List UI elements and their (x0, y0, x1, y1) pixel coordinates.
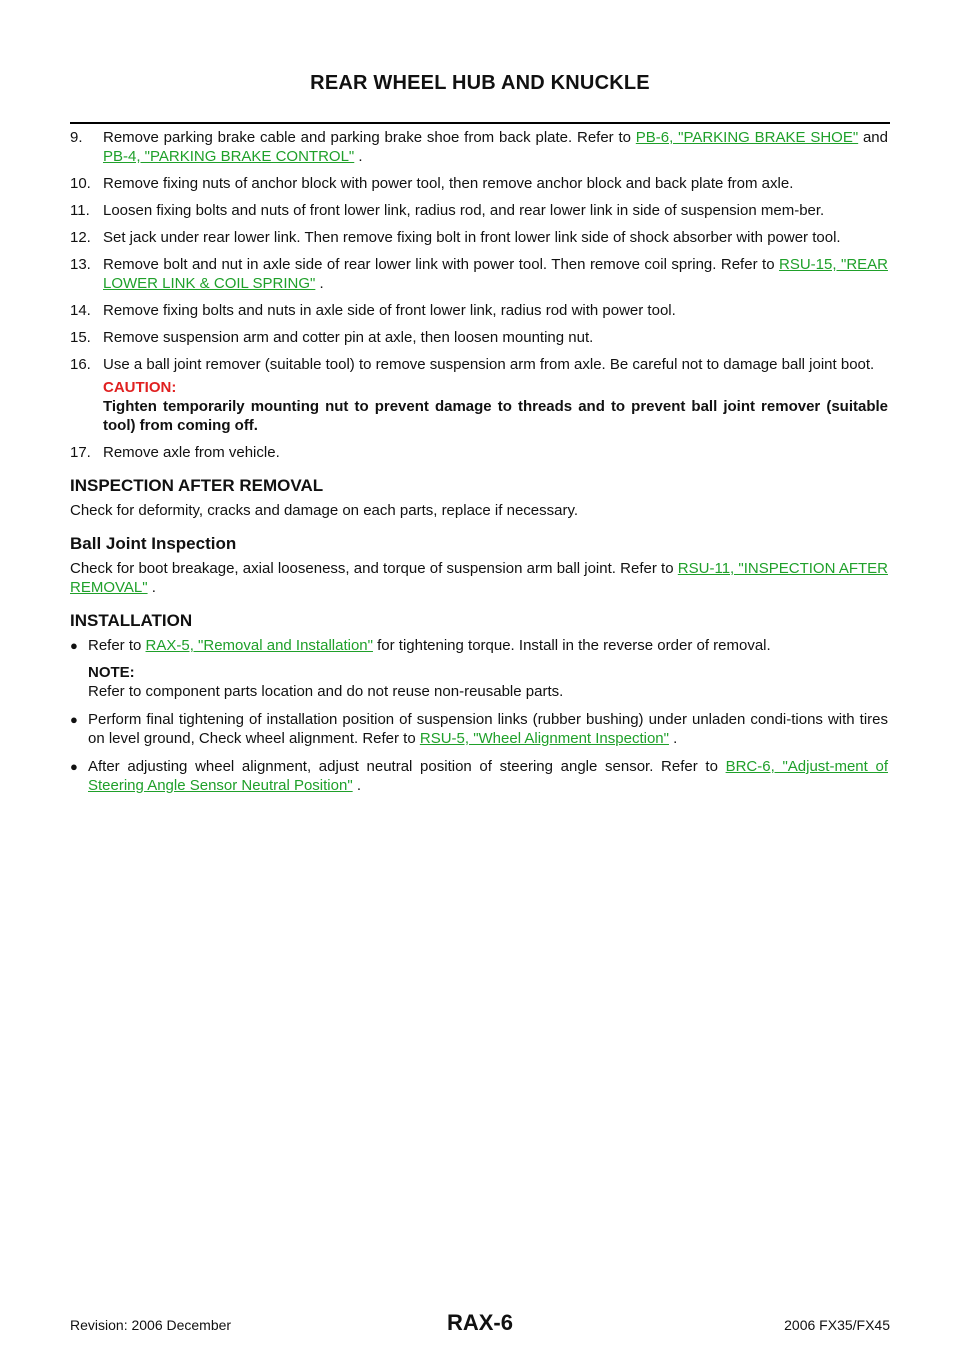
installation-text: for tightening torque. Install in the re… (372, 637, 771, 654)
step-16: 16. Use a ball joint remover (suitable t… (70, 355, 888, 435)
step-11: 11. Loosen fixing bolts and nuts of fron… (70, 201, 888, 220)
section-heading-installation: INSTALLATION (70, 611, 193, 630)
step-text: Remove parking brake cable and parking b… (103, 129, 636, 146)
step-text: Remove fixing bolts and nuts in axle sid… (103, 302, 676, 319)
installation-text: . (352, 777, 361, 794)
step-text: and (858, 129, 888, 146)
ball-joint-text: Check for boot breakage, axial looseness… (70, 559, 888, 597)
installation-item: ● Refer to RAX-5, "Removal and Installat… (70, 636, 888, 701)
step-number: 12. (70, 229, 91, 246)
step-number: 14. (70, 302, 91, 319)
link-brc-6[interactable]: BRC-6, "Adjust-ment of Steering Angle Se… (88, 758, 888, 794)
caution-title: CAUTION: (103, 379, 177, 396)
step-number: 17. (70, 444, 91, 461)
footer-revision: Revision: 2006 December (70, 1317, 232, 1333)
step-17: 17. Remove axle from vehicle. (70, 443, 888, 462)
step-text: Remove fixing nuts of anchor block with … (103, 175, 794, 192)
step-text: Set jack under rear lower link. Then rem… (103, 229, 841, 246)
procedure-steps: 9. Remove parking brake cable and parkin… (70, 128, 888, 462)
header-divider (70, 122, 890, 124)
link-pb-4[interactable]: PB-4, "PARKING BRAKE CONTROL" (103, 148, 355, 165)
link-pb-6[interactable]: PB-6, "PARKING BRAKE SHOE" (635, 129, 859, 146)
step-number: 13. (70, 256, 91, 273)
note-text: Refer to component parts location and do… (88, 683, 564, 700)
link-rsu-11[interactable]: RSU-11, "INSPECTION AFTER REMOVAL" (70, 560, 888, 596)
step-text: Remove suspension arm and cotter pin at … (103, 329, 594, 346)
footer-page-number: RAX-6 (446, 1310, 513, 1335)
link-rax-5[interactable]: RAX-5, "Removal and Installation" (145, 637, 373, 654)
section-heading-ball-joint: Ball Joint Inspection (70, 534, 237, 553)
document-body: 9. Remove parking brake cable and parkin… (70, 128, 888, 804)
caution-text: Tighten temporarily mounting nut to prev… (103, 398, 888, 434)
installation-item: ● Perform final tightening of installati… (70, 710, 888, 748)
step-12: 12. Set jack under rear lower link. Then… (70, 228, 888, 247)
installation-text: Refer to (88, 637, 146, 654)
step-text: Use a ball joint remover (suitable tool)… (103, 356, 875, 373)
step-number: 15. (70, 329, 91, 346)
bullet-icon: ● (70, 712, 78, 727)
step-number: 11. (70, 202, 90, 219)
step-text: Loosen fixing bolts and nuts of front lo… (103, 202, 825, 219)
installation-text: Perform final tightening of installation… (88, 711, 888, 747)
section-heading-inspection: INSPECTION AFTER REMOVAL (70, 476, 324, 495)
step-10: 10. Remove fixing nuts of anchor block w… (70, 174, 888, 193)
ball-joint-text-part: . (147, 579, 156, 596)
link-rsu-15[interactable]: RSU-15, "REAR LOWER LINK & COIL SPRING" (103, 256, 888, 292)
installation-text: After adjusting wheel alignment, adjust … (88, 758, 726, 775)
step-number: 10. (70, 175, 91, 192)
step-15: 15. Remove suspension arm and cotter pin… (70, 328, 888, 347)
footer-model: 2006 FX35/FX45 (784, 1317, 890, 1333)
step-number: 16. (70, 356, 91, 373)
note-title: NOTE: (88, 664, 135, 681)
step-number: 9. (70, 129, 83, 146)
installation-text: . (668, 730, 678, 747)
inspection-text: Check for deformity, cracks and damage o… (70, 502, 579, 519)
step-14: 14. Remove fixing bolts and nuts in axle… (70, 301, 888, 320)
step-text: . (354, 148, 363, 165)
ball-joint-text-part: Check for boot breakage, axial looseness… (70, 560, 678, 577)
installation-item: ● After adjusting wheel alignment, adjus… (70, 757, 888, 795)
step-text: Remove bolt and nut in axle side of rear… (103, 256, 780, 273)
step-text: . (315, 275, 324, 292)
installation-list: ● Refer to RAX-5, "Removal and Installat… (70, 636, 888, 795)
page-title: REAR WHEEL HUB AND KNUCKLE (310, 72, 650, 94)
bullet-icon: ● (70, 638, 78, 653)
step-9: 9. Remove parking brake cable and parkin… (70, 128, 888, 166)
step-13: 13. Remove bolt and nut in axle side of … (70, 255, 888, 293)
bullet-icon: ● (70, 759, 78, 774)
link-rsu-5[interactable]: RSU-5, "Wheel Alignment Inspection" (419, 730, 669, 747)
step-text: Remove axle from vehicle. (103, 444, 280, 461)
